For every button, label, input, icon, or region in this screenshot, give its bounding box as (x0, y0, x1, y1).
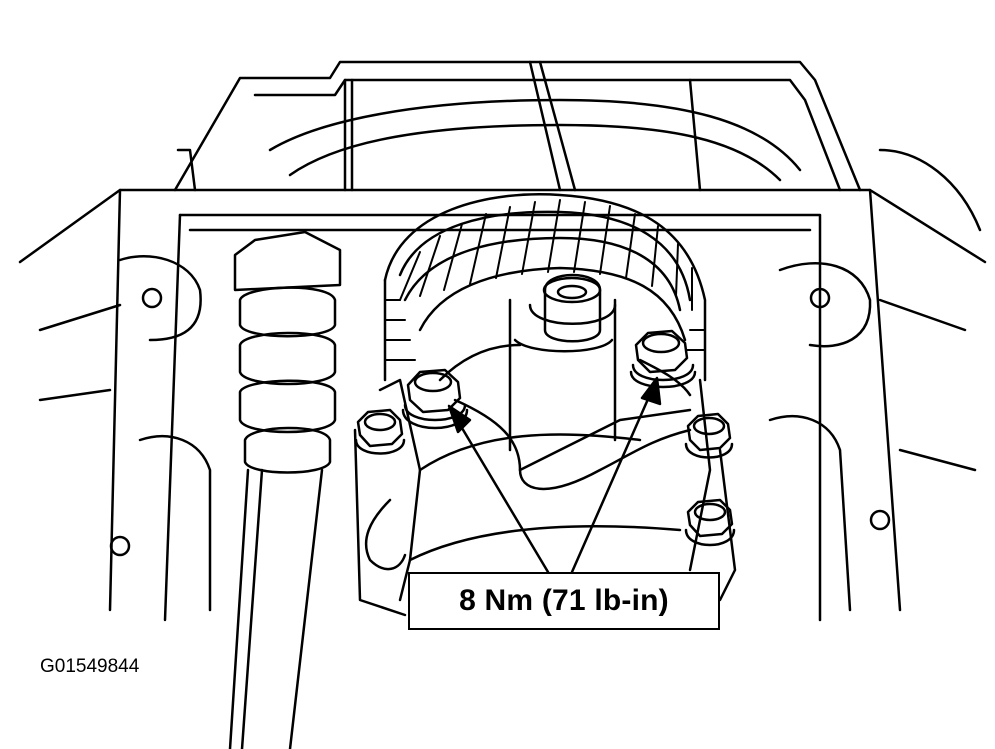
ring-gear (383, 193, 707, 382)
bolt-hole-right-upper (809, 287, 831, 309)
differential-housing (353, 273, 737, 617)
shift-shaft (228, 230, 342, 749)
torque-bolt-right (629, 329, 697, 389)
torque-label: 8 Nm (71 lb-in) (459, 584, 669, 617)
bolt-hole-left-upper (141, 287, 163, 309)
housing-bolt-right (684, 412, 734, 459)
housing-bolt-lower (684, 498, 736, 547)
case-flange (18, 188, 987, 622)
callout-arrows (447, 376, 662, 574)
housing-bolt-left (354, 408, 406, 455)
rear-casing (173, 60, 982, 232)
figure-id: G01549844 (40, 656, 140, 677)
torque-callout: 8 Nm (71 lb-in) (408, 572, 720, 630)
bolt-hole-right-lower (869, 509, 891, 531)
bolt-hole-left-lower (109, 535, 131, 557)
